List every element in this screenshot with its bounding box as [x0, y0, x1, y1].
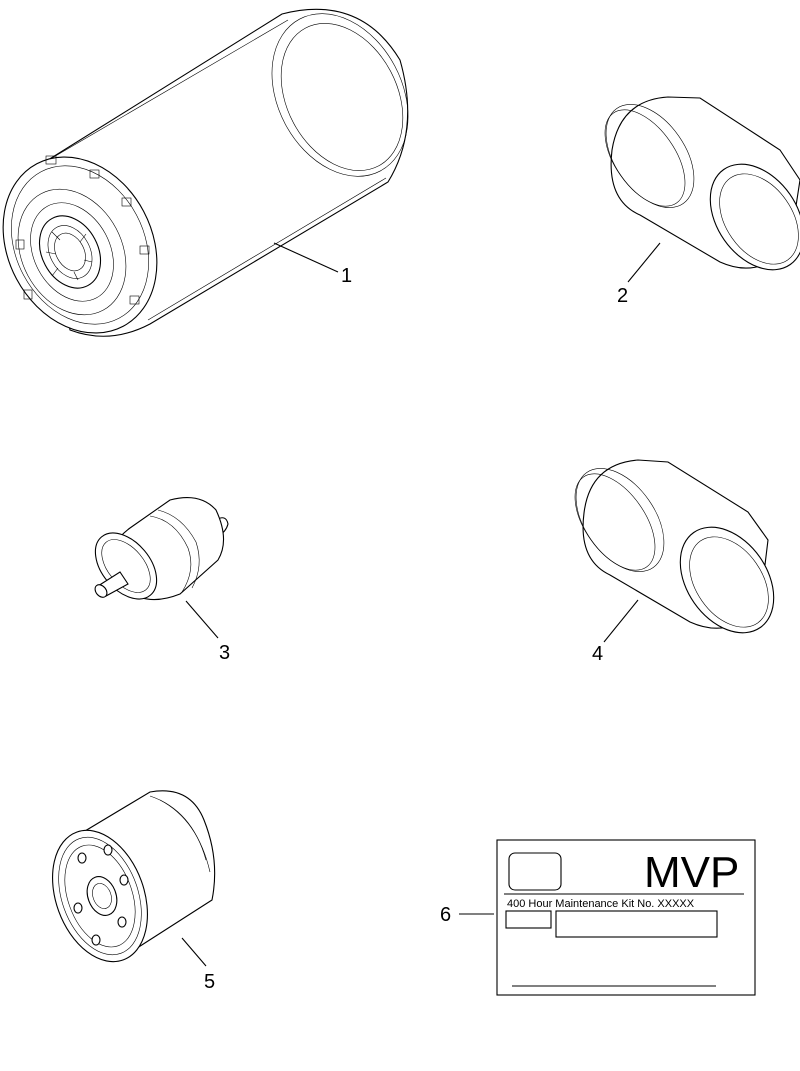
callout-5: 5 — [204, 971, 215, 993]
callout-4: 4 — [592, 643, 603, 665]
canister-filter-part-4 — [574, 459, 775, 643]
spin-on-oil-filter-part-5 — [52, 790, 216, 967]
kit-label-part-6 — [459, 839, 756, 996]
callout-3: 3 — [219, 642, 230, 664]
kit-label-title: 400 Hour Maintenance Kit No. XXXXX — [507, 898, 695, 910]
inline-fuel-filter-part-3 — [94, 497, 229, 639]
air-filter-part-1 — [2, 8, 409, 337]
kit-label-brand: MVP — [644, 848, 739, 897]
callout-1: 1 — [341, 265, 352, 287]
callout-6: 6 — [440, 904, 451, 926]
callout-2: 2 — [617, 285, 628, 307]
canister-filter-part-2 — [604, 96, 800, 283]
logo-placeholder — [508, 852, 562, 891]
